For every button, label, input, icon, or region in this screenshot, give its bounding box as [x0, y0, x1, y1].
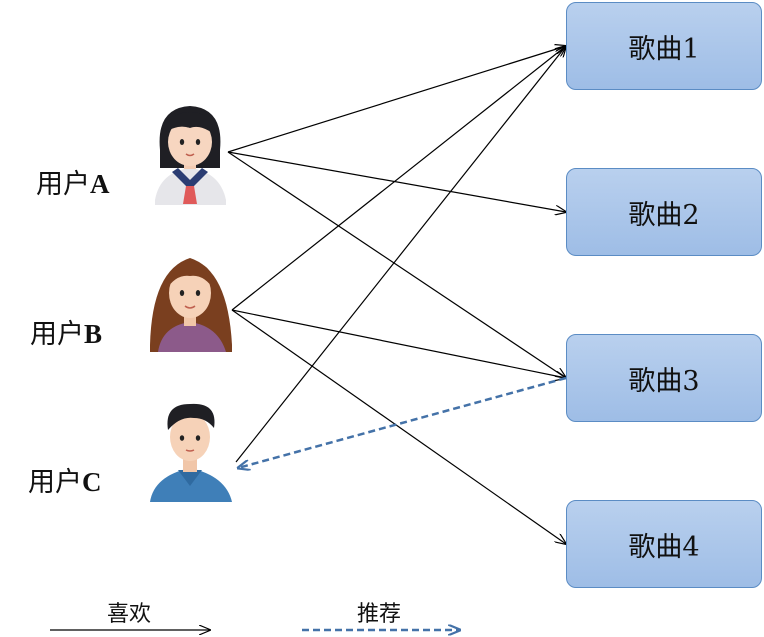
- legend-like-label: 喜欢: [107, 602, 152, 627]
- user-label-c-prefix: 用户: [28, 467, 82, 498]
- user-label-c-letter: C: [82, 467, 102, 497]
- user-label-b: 用户B: [30, 312, 102, 351]
- user-c-avatar-icon: [150, 403, 232, 502]
- user-label-b-prefix: 用户: [30, 319, 84, 350]
- like-edge-b-to-song-1: [231, 46, 566, 311]
- like-edge-a-to-song-3: [227, 151, 566, 378]
- like-edge-b-to-song-3: [231, 309, 566, 378]
- user-label-a-letter: A: [90, 169, 110, 199]
- like-edge-c-to-song-1: [235, 46, 566, 463]
- song-box-3: 歌曲3: [566, 334, 762, 422]
- user-b-avatar-icon: [150, 258, 232, 352]
- song-box-2: 歌曲2: [566, 168, 762, 256]
- legend-recommend-label: 推荐: [357, 602, 402, 627]
- song-box-1: 歌曲1: [566, 2, 762, 90]
- user-label-a: 用户A: [36, 162, 110, 201]
- like-edge-a-to-song-2: [227, 151, 566, 212]
- user-label-a-prefix: 用户: [36, 169, 90, 200]
- user-label-c: 用户C: [28, 460, 102, 499]
- like-edge-a-to-song-1: [227, 46, 566, 153]
- like-edge-b-to-song-4: [231, 309, 566, 544]
- user-a-avatar-icon: [155, 106, 226, 205]
- song-box-4: 歌曲4: [566, 500, 762, 588]
- recommend-edge-song-3-to-c: [238, 376, 567, 468]
- recommend-edges: [238, 376, 567, 468]
- like-edges: [227, 46, 566, 544]
- user-label-b-letter: B: [84, 319, 103, 349]
